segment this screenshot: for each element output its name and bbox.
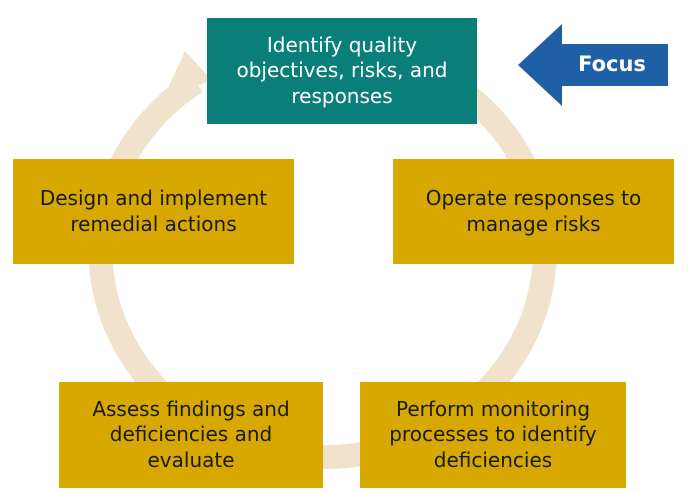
step-perform-label: Perform monitoring processes to identify… bbox=[389, 396, 597, 472]
step-identify-label: Identify quality objectives, risks, and … bbox=[236, 32, 448, 108]
focus-arrow-shape bbox=[518, 24, 668, 106]
focus-arrow-icon bbox=[518, 24, 668, 106]
step-operate-box: Operate responses to manage risks bbox=[393, 159, 674, 264]
step-perform-box: Perform monitoring processes to identify… bbox=[360, 382, 626, 488]
step-operate-label: Operate responses to manage risks bbox=[425, 185, 642, 236]
step-identify-box: Identify quality objectives, risks, and … bbox=[207, 18, 477, 124]
step-design-label: Design and implement remedial actions bbox=[39, 185, 268, 236]
focus-label: Focus bbox=[578, 52, 646, 76]
step-design-box: Design and implement remedial actions bbox=[13, 159, 294, 264]
cycle-ring-arrowhead bbox=[163, 51, 212, 99]
step-assess-box: Assess findings and deficiencies and eva… bbox=[59, 382, 323, 488]
step-assess-label: Assess findings and deficiencies and eva… bbox=[92, 396, 290, 472]
